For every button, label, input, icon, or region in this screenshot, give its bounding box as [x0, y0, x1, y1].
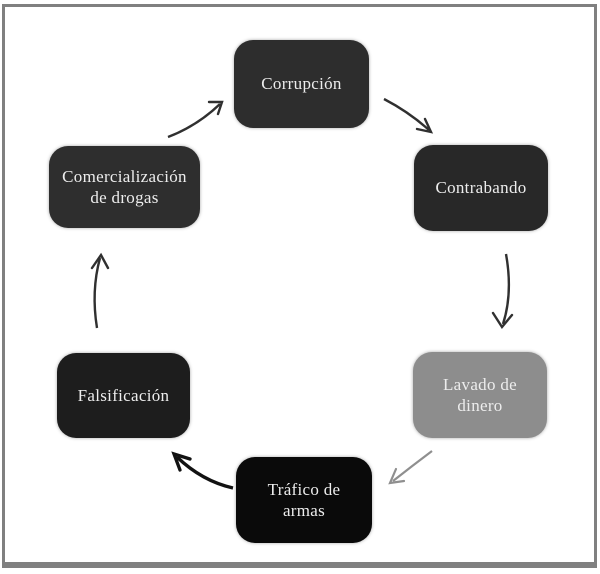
node-trafico-de-armas-label: Tráfico de armas	[267, 479, 341, 520]
node-comercializacion-de-drogas-label: Comercialización de drogas	[62, 166, 187, 207]
node-comercializacion-de-drogas: Comercialización de drogas	[49, 146, 200, 228]
node-lavado-de-dinero-label: Lavado de dinero	[443, 374, 517, 415]
node-falsificacion: Falsificación	[57, 353, 190, 438]
node-trafico-de-armas: Tráfico de armas	[236, 457, 372, 543]
node-contrabando: Contrabando	[414, 145, 548, 231]
node-contrabando-label: Contrabando	[435, 178, 527, 198]
node-falsificacion-label: Falsificación	[77, 385, 170, 405]
node-lavado-de-dinero: Lavado de dinero	[413, 352, 547, 438]
node-corrupcion-label: Corrupción	[261, 74, 342, 94]
node-corrupcion: Corrupción	[234, 40, 369, 128]
